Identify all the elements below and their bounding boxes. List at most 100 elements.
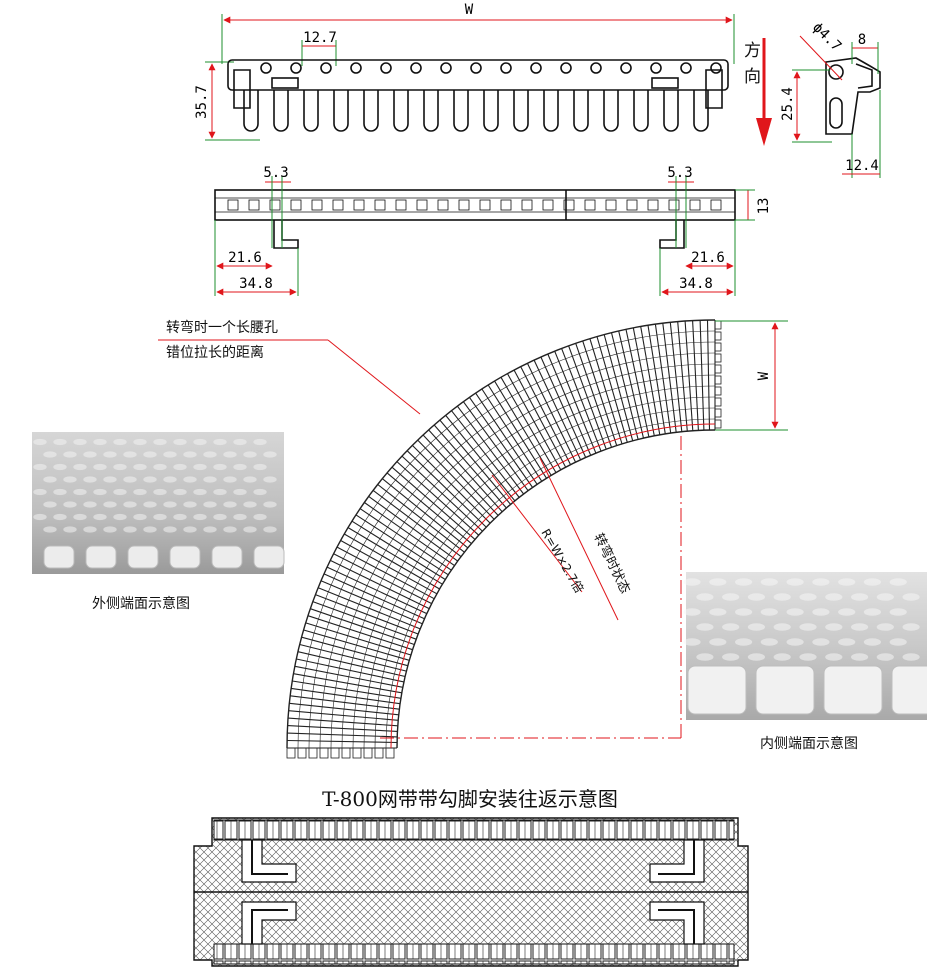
tooth: [303, 90, 319, 132]
hook-right: [651, 77, 679, 89]
mesh-cell: [63, 501, 77, 508]
mesh-cell: [243, 476, 257, 483]
belt-module-line: [684, 320, 694, 431]
belt-module-line: [386, 472, 472, 545]
mesh-cell: [812, 638, 830, 646]
tooth-hole: [290, 62, 302, 74]
belt-end-cell-bottom: [297, 747, 307, 759]
mesh-cell: [213, 463, 227, 471]
belt-module-line: [462, 401, 529, 492]
tooth: [663, 90, 679, 132]
mesh-cell: [747, 593, 766, 601]
mesh-cell: [173, 463, 187, 471]
mesh-cell: [113, 463, 127, 471]
belt-module-line: [355, 514, 449, 576]
mesh-cell: [63, 451, 77, 458]
mesh-cell: [163, 476, 177, 483]
belt-module-line: [513, 369, 567, 468]
height-label: 35.7: [194, 85, 210, 119]
belt-module-line: [692, 320, 699, 431]
curve-band: [286, 319, 722, 759]
mesh-cell: [53, 463, 67, 471]
pitch-label: 12.7: [303, 30, 337, 46]
mesh-cell: [863, 638, 882, 646]
mesh-cell: [825, 623, 843, 631]
belt-module-line: [340, 540, 438, 595]
tooth-hole: [500, 62, 512, 74]
mesh-cell: [696, 623, 714, 631]
belt-module-line: [293, 673, 402, 694]
mesh-cell: [143, 501, 157, 508]
mesh-cell: [735, 608, 753, 616]
belt-module-line: [507, 373, 562, 471]
belt-module-line: [706, 320, 711, 431]
belt-module-line: [287, 725, 398, 732]
belt-module-line: [520, 366, 572, 465]
belt-module-line: [291, 687, 401, 705]
belt-end-cell-top: [714, 419, 722, 429]
end-lug-left: [233, 69, 251, 109]
mesh-cell: [253, 438, 267, 446]
tooth: [513, 90, 529, 132]
mesh-cell: [113, 488, 127, 496]
mesh-cell: [760, 578, 778, 586]
dim-12-4: 12.4: [845, 158, 879, 174]
belt-module-line: [315, 594, 419, 635]
belt-module-line: [333, 553, 432, 605]
tooth-hole: [380, 62, 392, 74]
belt-module-line: [336, 546, 435, 600]
mesh-cell: [786, 638, 804, 646]
outer-foot: [253, 545, 285, 569]
curve-note-line2: 错位拉长的距离: [166, 344, 264, 361]
inner-foot: [755, 665, 815, 715]
mesh-cell: [83, 476, 97, 483]
mesh-cell: [173, 488, 187, 496]
curved-belt: W 转弯时一个长腰孔 错位拉长的距离 R=W×2.7倍 转弯时状态: [158, 319, 788, 759]
mesh-cell: [773, 623, 791, 631]
mesh-cell: [73, 513, 87, 521]
belt-module-line: [287, 717, 398, 727]
belt-module-line: [294, 665, 403, 688]
mesh-cell: [786, 608, 804, 616]
belt-module-line: [351, 520, 446, 580]
belt-module-line: [662, 323, 677, 433]
belt-module-line: [303, 629, 410, 661]
outer-foot: [169, 545, 201, 569]
side-view: ϕ4.7 8 25.4 12.4: [780, 20, 881, 178]
tooth-hole: [680, 62, 692, 74]
belt-end-cell-bottom: [286, 747, 296, 759]
belt-end-cell-top: [714, 331, 722, 341]
belt-module-line: [330, 559, 430, 610]
inner-foot: [687, 665, 747, 715]
front-cell: [626, 199, 638, 211]
belt-module-line: [287, 732, 398, 738]
mesh-cell: [799, 593, 817, 601]
mesh-cell: [123, 476, 137, 483]
outer-foot: [43, 545, 75, 569]
mesh-cell: [760, 608, 778, 616]
mesh-cell: [889, 578, 907, 586]
mesh-cell: [253, 488, 267, 496]
mesh-cell: [43, 451, 57, 458]
front-cell: [605, 199, 617, 211]
belt-module-line: [540, 356, 587, 458]
mesh-cell: [825, 653, 843, 661]
belt-module-line: [310, 608, 415, 646]
mesh-cell: [93, 463, 107, 471]
tooth: [453, 90, 469, 132]
mesh-cell: [799, 623, 817, 631]
belt-module-line: [320, 580, 423, 625]
mesh-cell: [133, 463, 147, 471]
mesh-cell: [709, 608, 727, 616]
mesh-cell: [243, 501, 257, 508]
belt-module-line: [412, 445, 491, 524]
mesh-cell: [103, 501, 117, 508]
mesh-cell: [851, 623, 869, 631]
direction-arrow-icon: [756, 118, 772, 146]
top-view: W 12.7 35.7 方 向: [194, 2, 772, 146]
mesh-cell: [93, 438, 107, 446]
front-cell: [290, 199, 302, 211]
belt-module-line: [451, 410, 520, 498]
mesh-cell: [683, 638, 701, 646]
belt-module-line: [305, 622, 412, 656]
